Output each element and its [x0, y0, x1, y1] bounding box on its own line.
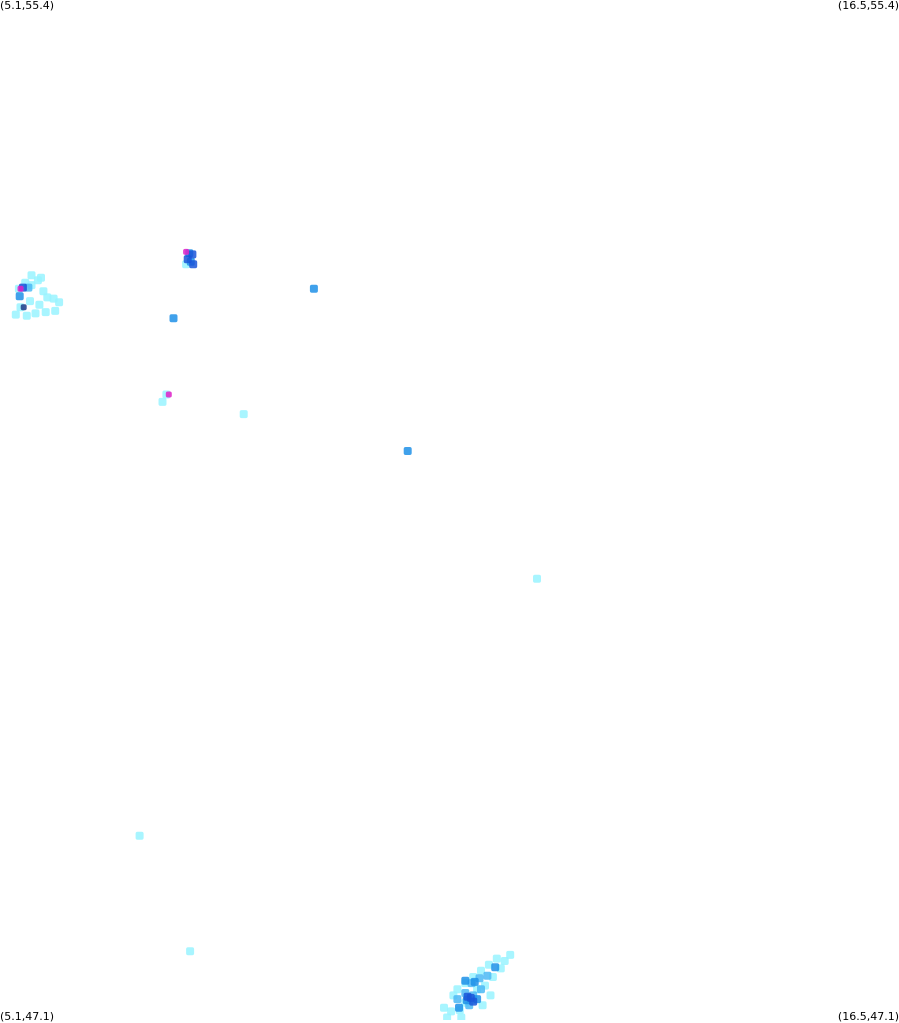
map-point	[309, 284, 318, 293]
map-point	[35, 300, 44, 309]
corner-label-top-left: (5.1,55.4)	[0, 0, 55, 12]
map-point	[500, 957, 509, 965]
points-layer	[11, 248, 541, 1020]
map-point	[506, 950, 515, 959]
map-point	[186, 947, 195, 956]
map-point	[478, 1001, 487, 1010]
map-point	[491, 963, 500, 972]
map-point	[165, 391, 172, 398]
map-point	[41, 308, 50, 317]
map-point	[43, 293, 52, 302]
map-point	[492, 954, 501, 963]
map-point	[135, 831, 144, 840]
map-point	[183, 248, 190, 255]
map-point	[37, 273, 45, 282]
map-point	[403, 447, 412, 455]
map-point	[17, 285, 24, 292]
corner-label-bottom-left: (5.1,47.1)	[0, 1010, 55, 1023]
map-point	[55, 298, 64, 307]
map-point	[533, 574, 541, 583]
corner-label-top-right: (16.5,55.4)	[837, 0, 899, 12]
map-point	[455, 1003, 463, 1012]
map-point	[447, 1007, 456, 1016]
map-point	[31, 309, 40, 318]
map-point	[51, 306, 60, 315]
map-point	[486, 991, 495, 1000]
map-point	[457, 1013, 466, 1020]
map-point	[22, 311, 31, 320]
map-point	[189, 260, 198, 269]
map-point	[453, 985, 462, 994]
map-point	[469, 997, 478, 1006]
map-point	[169, 314, 178, 323]
map-point	[477, 985, 485, 994]
map-point	[453, 995, 462, 1004]
map-point	[239, 410, 248, 419]
map-point	[461, 976, 470, 985]
map-point	[470, 977, 479, 986]
map-point	[440, 1003, 448, 1012]
map-point	[15, 292, 24, 301]
map-point	[27, 271, 36, 280]
map-point	[484, 960, 493, 969]
map-point	[26, 297, 34, 306]
corner-label-bottom-right: (16.5,47.1)	[837, 1010, 899, 1023]
map-point	[158, 397, 167, 406]
map-point	[20, 304, 27, 311]
map-point	[483, 971, 492, 980]
map-point	[39, 287, 48, 296]
map-point	[477, 966, 485, 975]
map-point	[443, 1013, 452, 1020]
map-point	[11, 310, 20, 319]
